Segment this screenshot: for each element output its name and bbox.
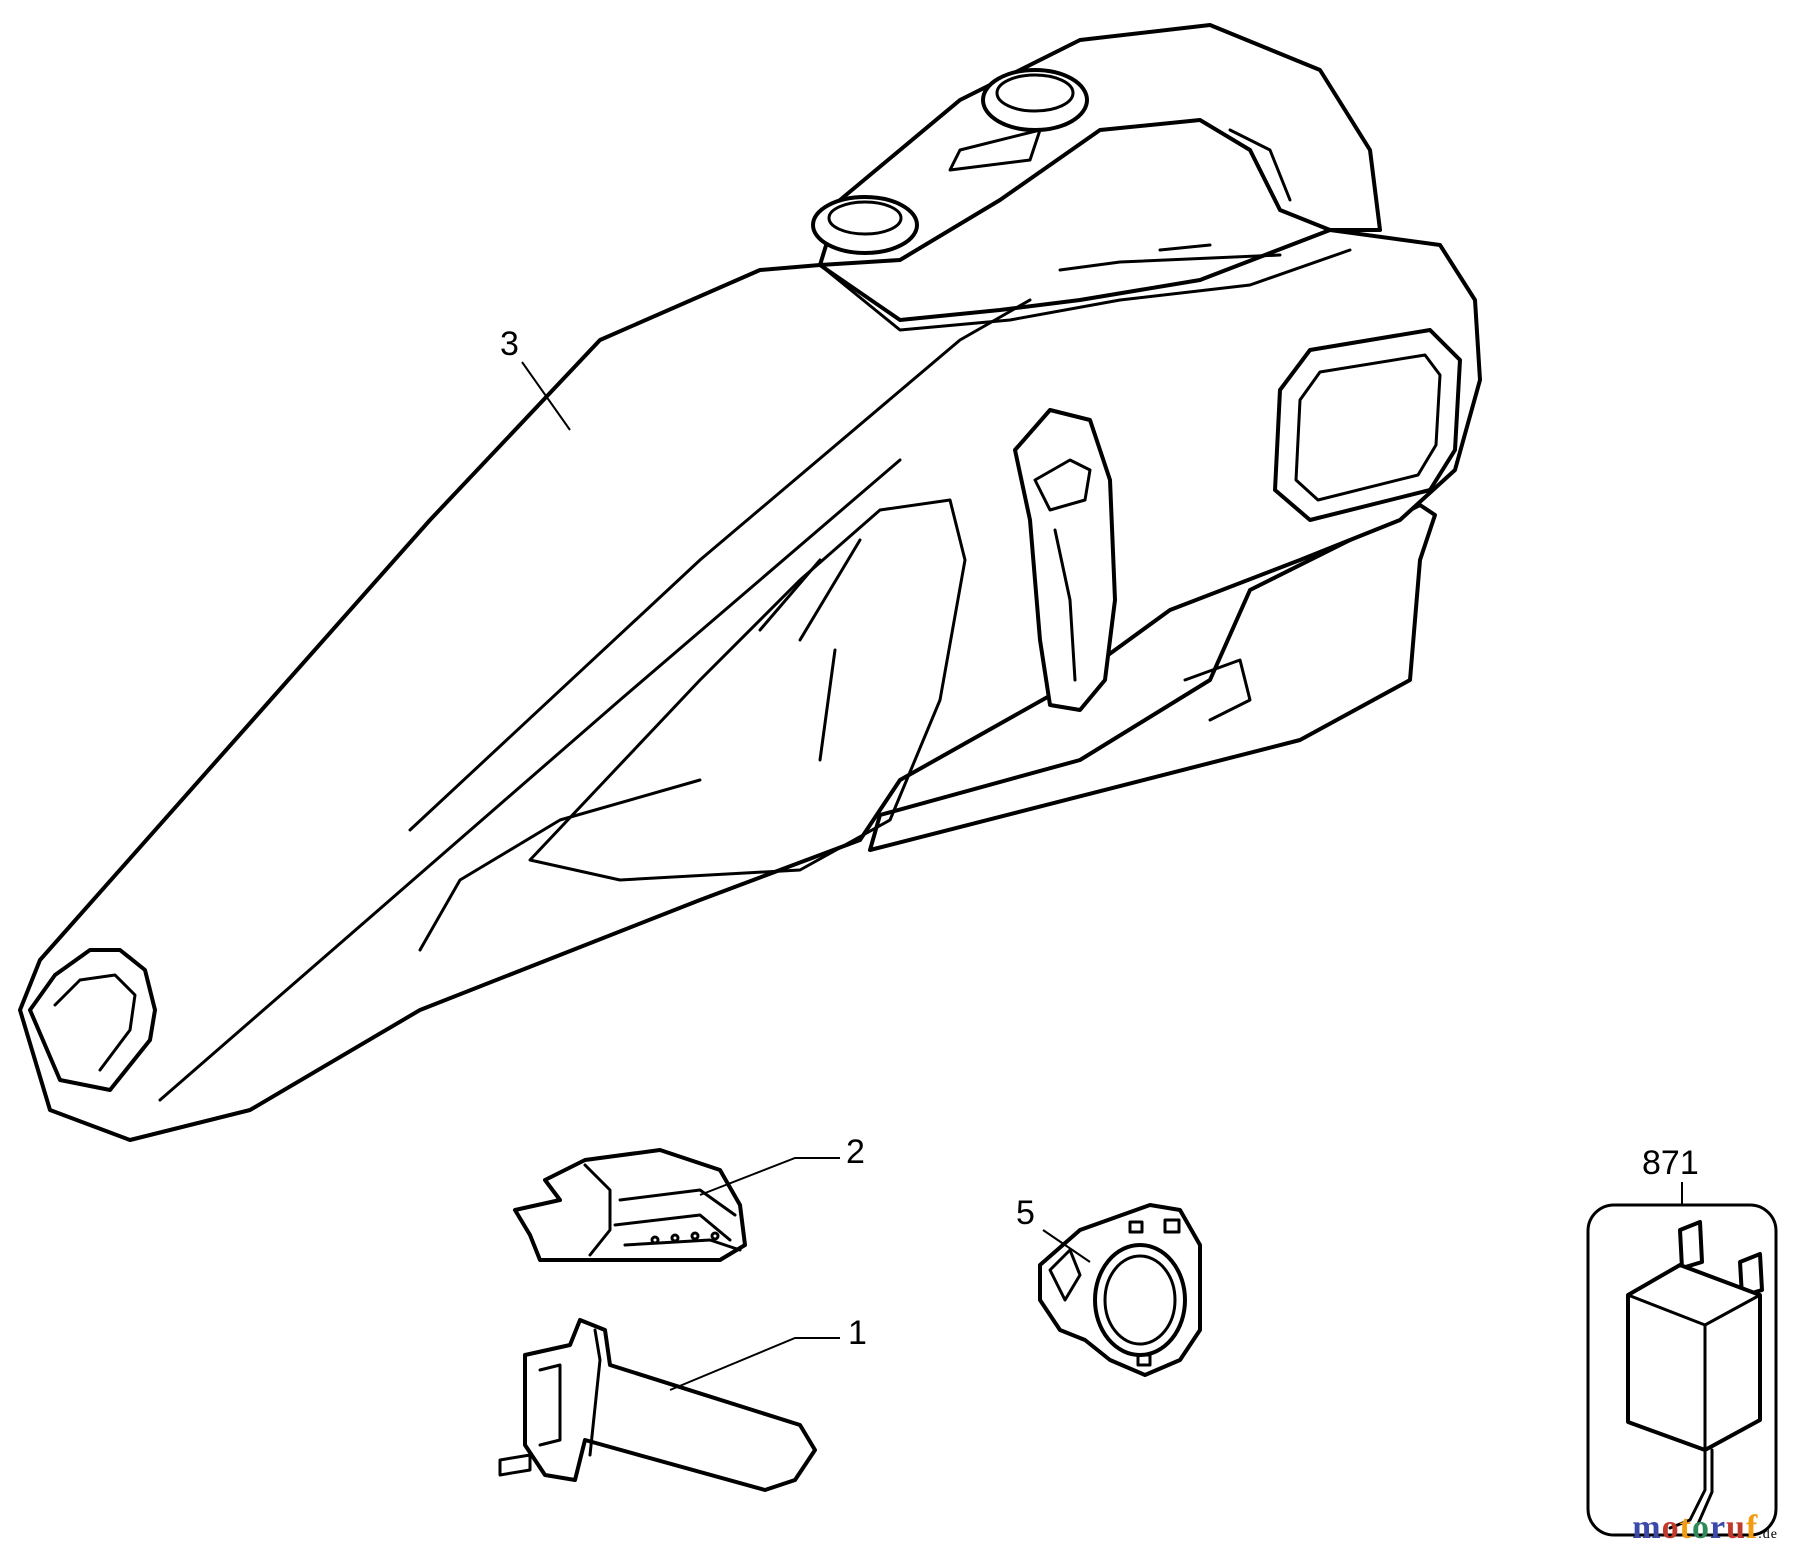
watermark-letter: o xyxy=(1661,1509,1680,1546)
watermark-logo: motoruf.de xyxy=(1632,1509,1778,1547)
callout-vacuum: 3 xyxy=(500,325,519,363)
watermark-letter: o xyxy=(1691,1509,1710,1546)
leader-filter-bowl xyxy=(699,1157,840,1196)
callout-filter: 1 xyxy=(848,1314,867,1352)
wall-charger xyxy=(1586,1203,1778,1537)
watermark-letter: u xyxy=(1726,1509,1746,1546)
vacuum-body xyxy=(18,23,1482,1142)
watermark-suffix: .de xyxy=(1758,1527,1778,1542)
watermark-letter: t xyxy=(1679,1509,1692,1546)
watermark-text: motoruf xyxy=(1632,1509,1758,1546)
leader-vacuum xyxy=(521,361,571,431)
watermark-letter: f xyxy=(1745,1509,1759,1546)
filter xyxy=(498,1318,817,1492)
leader-filter xyxy=(669,1337,840,1391)
leader-charger-plug xyxy=(1042,1229,1091,1263)
filter-bowl xyxy=(513,1148,747,1262)
watermark-letter: m xyxy=(1632,1509,1662,1546)
callout-charger-plug: 5 xyxy=(1016,1194,1035,1232)
charger-plug xyxy=(1038,1203,1202,1377)
callout-filter-bowl: 2 xyxy=(846,1133,865,1171)
watermark-letter: r xyxy=(1709,1509,1727,1546)
callout-charger: 871 xyxy=(1642,1144,1699,1182)
